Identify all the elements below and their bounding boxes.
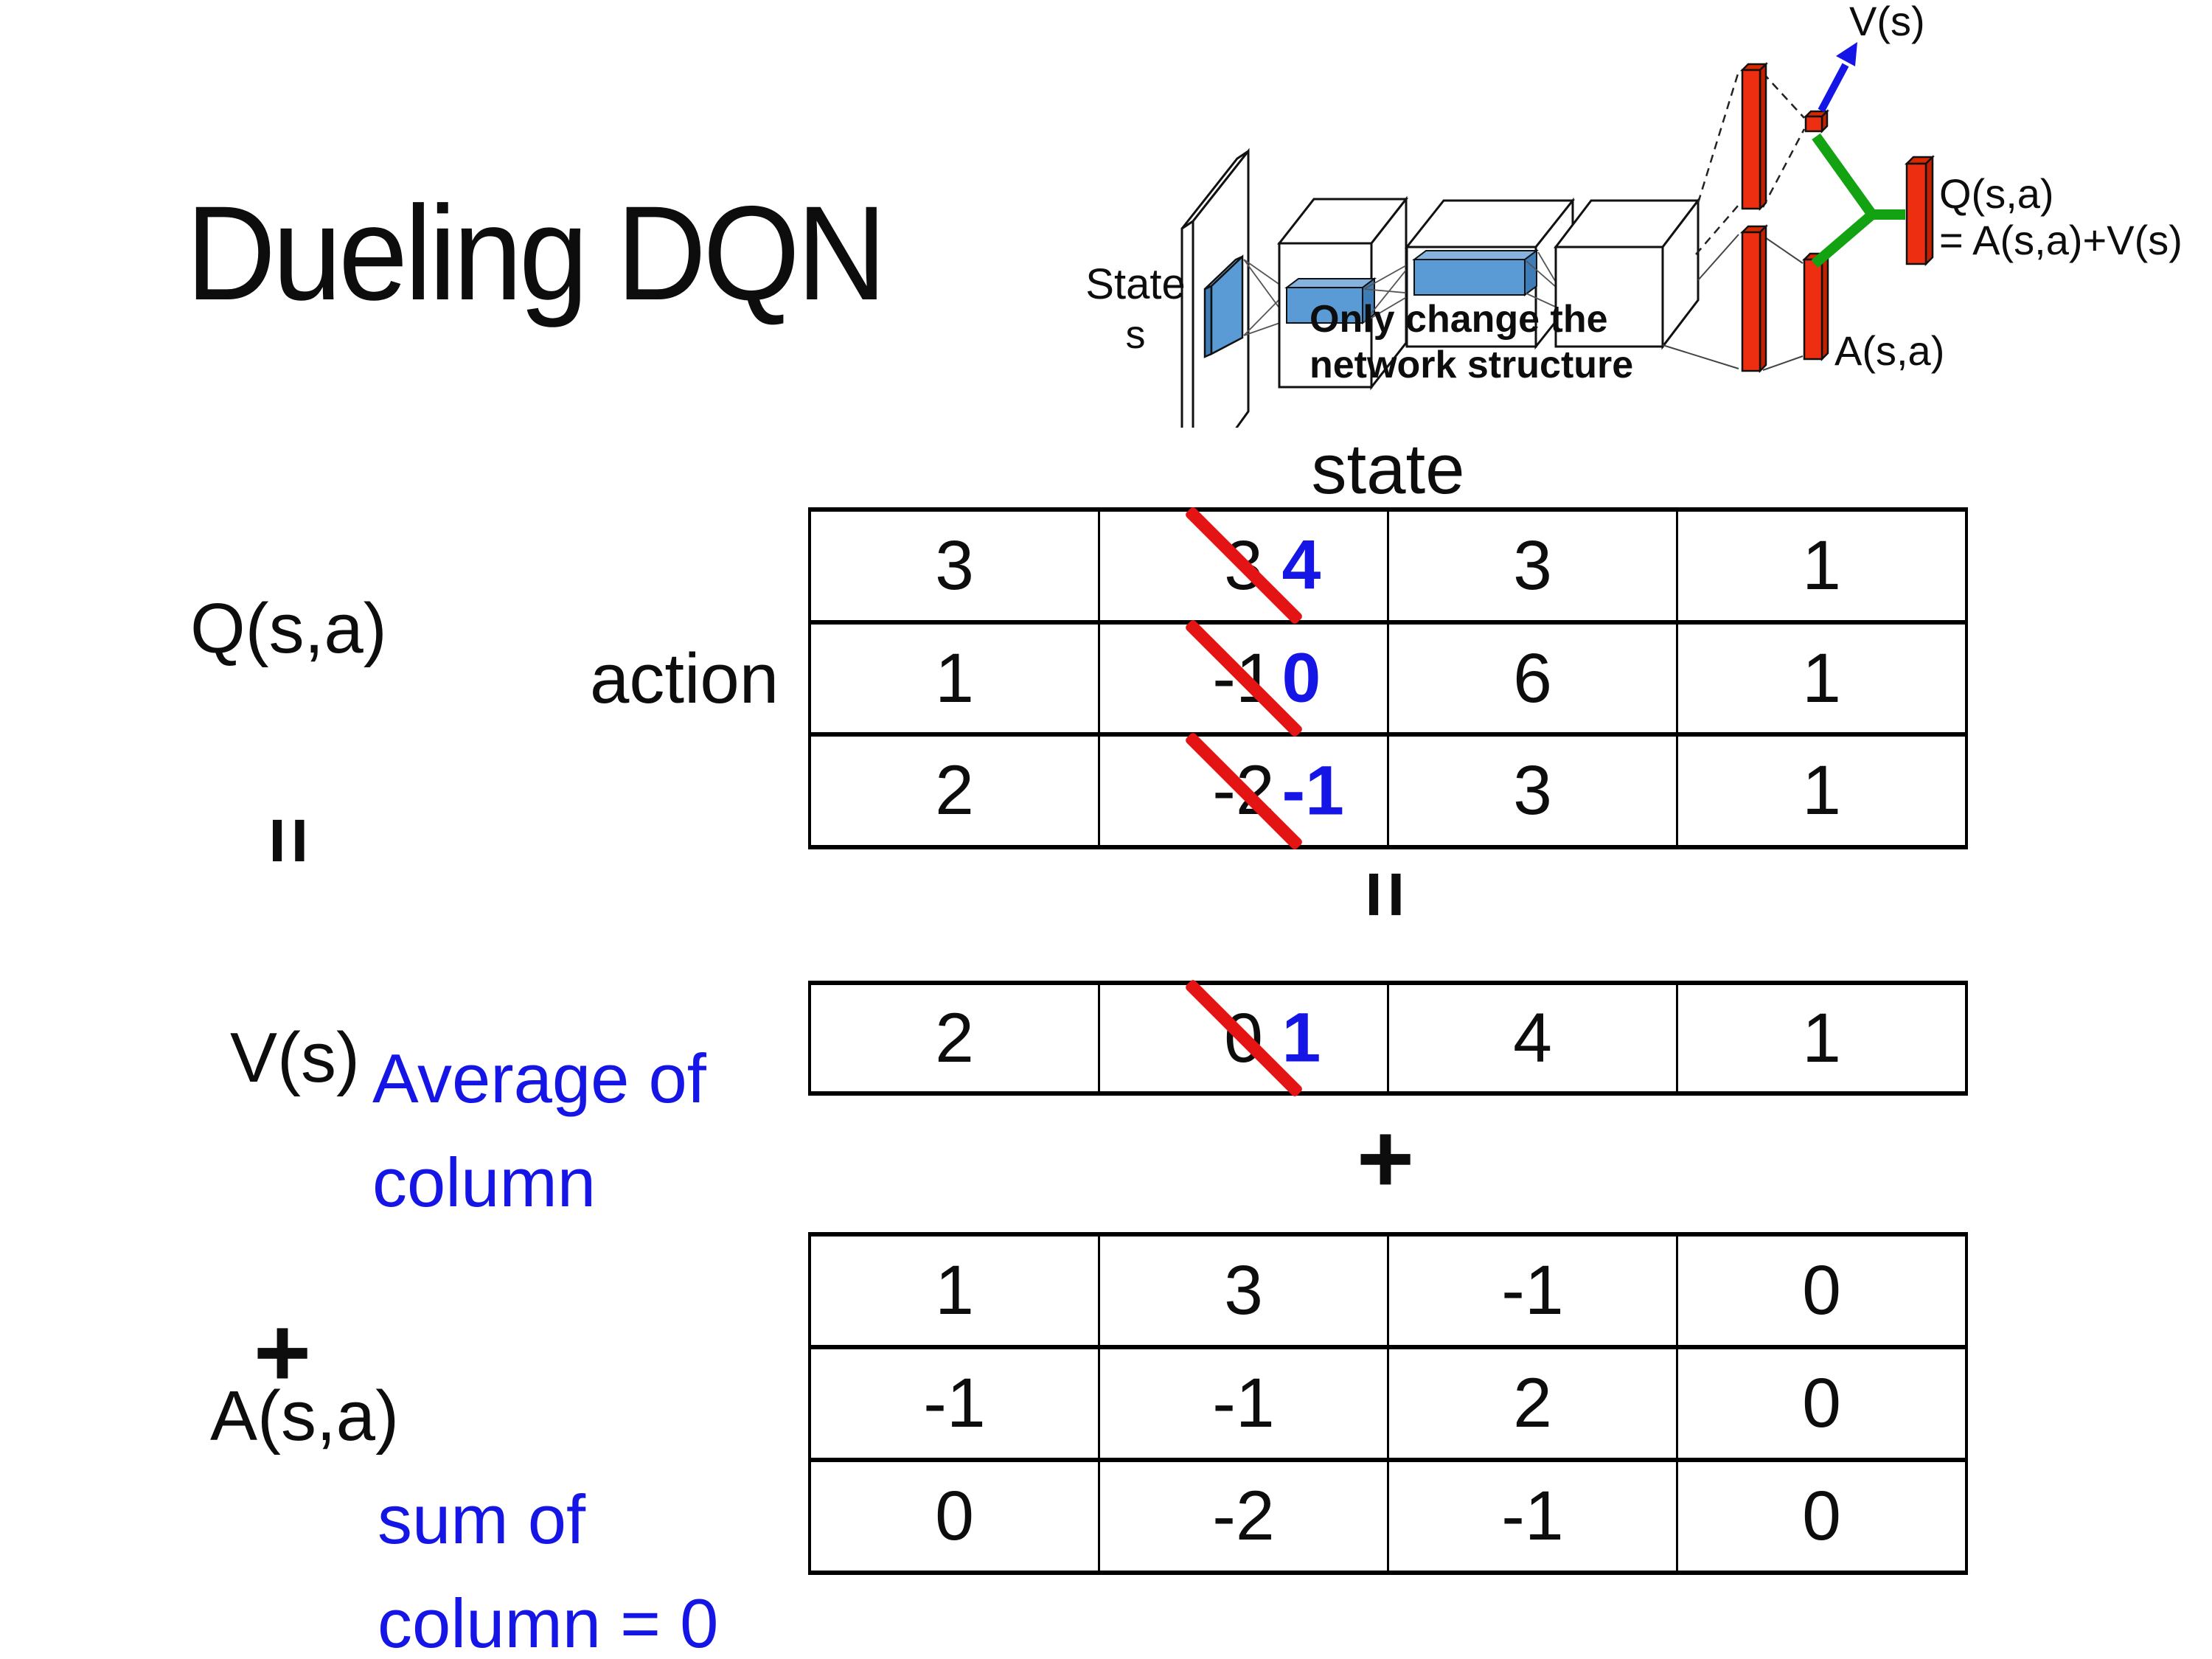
table-cell: -1 <box>923 1364 986 1442</box>
table-cell: 1 <box>935 1251 974 1329</box>
table-cell: 2 <box>1387 1349 1676 1458</box>
conv-input-patch <box>1203 254 1244 358</box>
table-row: 33431 <box>811 506 1965 626</box>
equals-sign-left: = <box>243 816 335 865</box>
table-cell: 1 <box>1676 512 1965 620</box>
table-cell: -1 <box>1387 1237 1676 1345</box>
diagram-q-label-line1: Q(s,a) <box>1939 170 2054 217</box>
average-of-column-note: Average of column <box>372 1040 706 1221</box>
table-cell: 3 <box>1098 1237 1387 1345</box>
action-label: action <box>590 639 779 718</box>
diagram-q-label-line2: = A(s,a)+V(s) <box>1939 217 2183 263</box>
table-cell: 2 <box>935 751 974 830</box>
sum-of-column-note: sum of column = 0 <box>378 1481 719 1659</box>
table-cell: -2 <box>1098 1462 1387 1571</box>
table-cell: 34 <box>1098 506 1387 626</box>
diagram-state-s-label: s <box>1126 313 1146 357</box>
table-cell: -10 <box>1098 619 1387 738</box>
table-cell: 1 <box>1676 985 1965 1091</box>
state-header: state <box>1311 430 1465 509</box>
conv-bar-2 <box>1412 249 1539 296</box>
table-cell: 01 <box>1098 978 1387 1098</box>
a-matrix-label: A(s,a) <box>210 1377 400 1455</box>
v-vector-label: V(s) <box>230 1018 360 1097</box>
fc-red-bar-bottom <box>1739 223 1769 374</box>
q-output-bar <box>1904 154 1935 267</box>
table-cell: -1 <box>1098 1349 1387 1458</box>
table-cell: -1 <box>1387 1462 1676 1571</box>
network-architecture-diagram: State s V(s) Q(s,a) = A(s,a)+V(s) A(s,a)… <box>1085 0 2183 428</box>
conv-bar-1 <box>1284 277 1377 324</box>
conv-box-3 <box>1553 197 1701 350</box>
table-cell: 0 <box>935 1477 974 1555</box>
corrected-value: 1 <box>1281 998 1321 1077</box>
table-cell: -2-1 <box>1098 731 1387 851</box>
table-row: 2 -2-131 <box>811 731 1965 851</box>
table-cell: 0 <box>1676 1349 1965 1458</box>
table-cell: 3 <box>1387 737 1676 846</box>
corrected-value: 0 <box>1281 639 1321 717</box>
diagram-state-label: State <box>1085 260 1185 308</box>
table-cell: 4 <box>1387 985 1676 1091</box>
v-value-table: 2 0141 <box>808 978 1968 1098</box>
table-cell: 3 <box>935 526 974 605</box>
fc-red-bar-top <box>1739 61 1769 212</box>
corrected-value: -1 <box>1281 751 1344 830</box>
corrected-value: 4 <box>1281 526 1321 605</box>
v-arrow <box>1818 42 1857 113</box>
slide-title: Dueling DQN <box>186 178 887 328</box>
table-cell: 6 <box>1387 624 1676 733</box>
diagram-v-label: V(s) <box>1849 0 1925 44</box>
dashed-projection-lines <box>1695 71 1806 255</box>
diagram-a-label: A(s,a) <box>1834 327 1944 374</box>
v-node <box>1803 108 1830 134</box>
q-matrix-label: Q(s,a) <box>190 589 387 668</box>
green-merge-connector <box>1811 133 1905 268</box>
table-row: 2 0141 <box>811 978 1965 1098</box>
table-cell: 2 <box>935 998 974 1077</box>
solid-projection-lines <box>1662 234 1804 371</box>
diagram-note-line1: Only change the <box>1310 298 1608 341</box>
table-cell: 1 <box>935 639 974 717</box>
diagram-note-line2: network structure <box>1310 344 1633 386</box>
projection-lines-2 <box>1363 261 1413 323</box>
table-cell: 1 <box>1676 624 1965 733</box>
plus-sign-middle: + <box>1356 1104 1415 1214</box>
table-cell: 0 <box>1676 1462 1965 1571</box>
table-cell: 3 <box>1387 512 1676 620</box>
plus-sign-left: + <box>253 1298 312 1408</box>
equals-sign-middle: = <box>1340 870 1432 919</box>
table-cell: 0 <box>1676 1237 1965 1345</box>
a-bar <box>1801 251 1831 362</box>
table-cell: 1 <box>1676 737 1965 846</box>
